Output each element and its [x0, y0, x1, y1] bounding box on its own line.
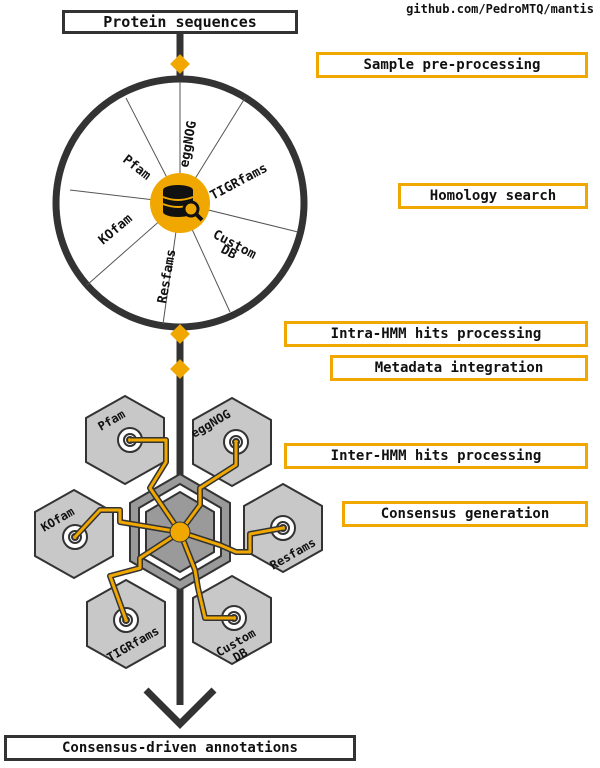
hex-label-custom-2: DB	[231, 645, 251, 664]
wheel-label-custom-2: DB	[218, 242, 239, 263]
step-intra: Intra-HMM hits processing	[284, 321, 588, 347]
chevron-down-icon	[143, 687, 217, 729]
step-inter: Inter-HMM hits processing	[284, 443, 588, 469]
consensus-center-node	[169, 521, 191, 543]
input-box: Protein sequences	[62, 10, 298, 34]
step-metadata: Metadata integration	[330, 355, 588, 381]
step-consensus: Consensus generation	[342, 501, 588, 527]
step-preprocessing: Sample pre-processing	[316, 52, 588, 78]
output-box: Consensus-driven annotations	[4, 735, 356, 761]
homology-wheel: Pfam eggNOG TIGRfams Custom DB Resfams K…	[52, 75, 308, 331]
step-marker-metadata	[170, 359, 190, 379]
step-marker-preprocessing	[170, 54, 190, 74]
database-search-icon	[162, 185, 204, 222]
step-homology: Homology search	[398, 183, 588, 209]
repo-url[interactable]: github.com/PedroMTQ/mantis	[406, 2, 594, 16]
step-marker-intra	[170, 324, 190, 344]
